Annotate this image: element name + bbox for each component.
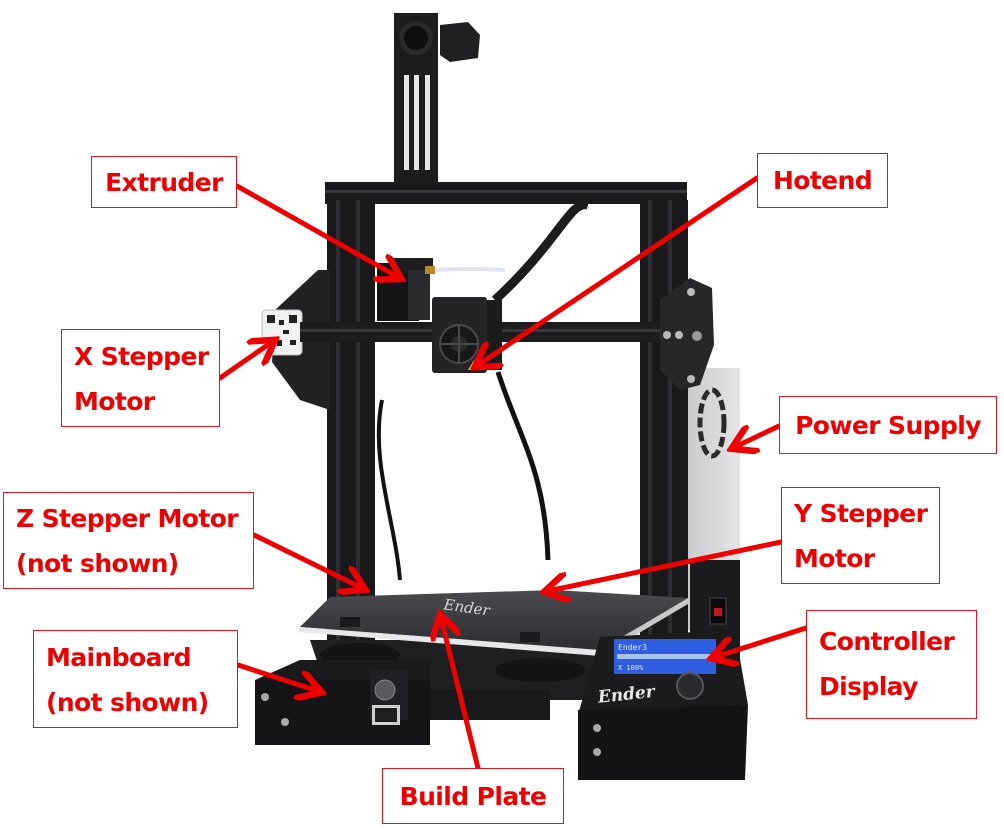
callout-controller-line-2: Display	[819, 672, 918, 701]
callout-hotend: Hotend	[757, 153, 888, 208]
callout-build-plate-label: Build Plate	[399, 781, 547, 811]
spool-holder	[394, 13, 480, 185]
mainboard-housing	[255, 660, 430, 745]
callout-controller-display: Controller Display	[806, 610, 977, 719]
callout-y-stepper-motor: Y Stepper Motor	[781, 487, 940, 584]
power-supply-unit	[688, 368, 740, 660]
right-upright	[640, 200, 688, 660]
callout-extruder: Extruder	[91, 156, 237, 208]
callout-power-supply: Power Supply	[779, 396, 997, 454]
callout-z-stepper-line-1: Z Stepper Motor	[16, 504, 239, 533]
control-knob	[676, 672, 704, 700]
callout-extruder-label: Extruder	[105, 167, 223, 197]
callout-controller-line-1: Controller	[819, 627, 955, 656]
callout-mainboard-line-1: Mainboard	[46, 643, 191, 672]
hotend-cable-bundle	[491, 200, 590, 304]
callout-x-stepper-line-2: Motor	[74, 387, 155, 416]
callout-mainboard: Mainboard (not shown)	[33, 630, 238, 728]
left-upright	[327, 200, 375, 660]
callout-hotend-label: Hotend	[772, 166, 873, 195]
controller-box: Ender3 X 100% Ender	[578, 630, 748, 780]
callout-x-stepper-motor: X Stepper Motor	[61, 329, 220, 427]
callout-y-stepper-line-1: Y Stepper	[794, 499, 928, 528]
callout-x-stepper-line-1: X Stepper	[74, 342, 209, 371]
callout-build-plate: Build Plate	[382, 768, 564, 824]
callout-mainboard-line-2: (not shown)	[46, 688, 209, 717]
callout-y-stepper-line-2: Motor	[794, 544, 875, 573]
callout-z-stepper-motor: Z Stepper Motor (not shown)	[3, 492, 254, 589]
callout-power-supply-label: Power Supply	[795, 410, 981, 440]
lcd-line-1: Ender3	[618, 643, 647, 652]
callout-z-stepper-line-2: (not shown)	[16, 549, 179, 578]
hotend-assembly	[432, 297, 502, 373]
lcd-line-2: X 100%	[618, 664, 644, 672]
